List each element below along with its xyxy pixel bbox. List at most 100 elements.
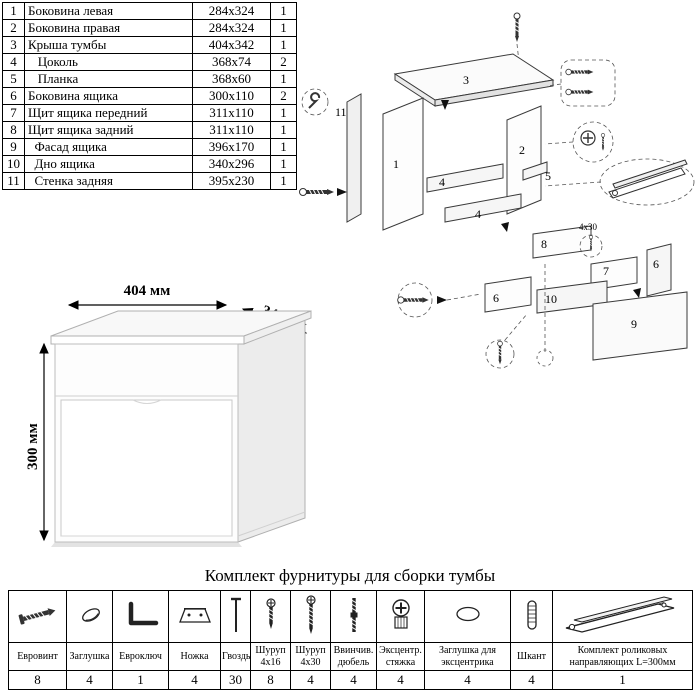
panel-drawer-side-right bbox=[646, 243, 672, 297]
part-qty: 1 bbox=[270, 172, 297, 190]
dowel-screw-icon bbox=[350, 598, 357, 632]
height-dimension-label: 300 мм bbox=[25, 423, 41, 470]
part-name: Фасад ящика bbox=[24, 138, 193, 156]
confirmat-detail-drawer-icon bbox=[395, 282, 482, 318]
screw-4x30-detail-icon: 4х30 bbox=[579, 222, 603, 258]
diagram-label-4b: 4 bbox=[475, 207, 481, 221]
part-qty: 1 bbox=[270, 2, 297, 20]
part-name: Щит ящика задний bbox=[24, 121, 193, 139]
euro-key-detail-icon bbox=[301, 88, 329, 116]
part-qty: 2 bbox=[270, 87, 297, 105]
hardware-item-name: Комплект роликовых направляющих L=300мм bbox=[552, 642, 693, 671]
panel-plinth-2 bbox=[444, 193, 522, 223]
screw-note: 4х30 bbox=[579, 222, 598, 232]
hardware-item-qty: 8 bbox=[250, 670, 291, 690]
screw-detail-bottom-icon bbox=[485, 313, 528, 369]
cam-cap-icon bbox=[455, 606, 480, 622]
hardware-qty-row: 8 4 1 4 30 8 4 4 4 4 4 1 bbox=[8, 670, 693, 690]
panel-side-right bbox=[506, 105, 542, 215]
fittings-detail-icon bbox=[546, 59, 616, 107]
hardware-item-qty: 4 bbox=[290, 670, 331, 690]
part-name: Дно ящика bbox=[24, 155, 193, 173]
part-size: 284x324 bbox=[192, 19, 271, 37]
diagram-label-6b: 6 bbox=[653, 257, 659, 271]
part-num: 6 bbox=[2, 87, 25, 105]
part-qty: 1 bbox=[270, 104, 297, 122]
screw-short-icon bbox=[265, 598, 276, 629]
foot-icon bbox=[178, 608, 211, 623]
diagram-label-7: 7 bbox=[603, 264, 609, 278]
hardware-item-qty: 4 bbox=[330, 670, 377, 690]
hardware-item-qty: 8 bbox=[8, 670, 67, 690]
part-size: 311x110 bbox=[192, 121, 271, 139]
hardware-item-qty: 1 bbox=[112, 670, 169, 690]
diagram-label-5: 5 bbox=[545, 169, 551, 183]
part-qty: 1 bbox=[270, 121, 297, 139]
part-name: Боковина правая bbox=[24, 19, 193, 37]
part-num: 8 bbox=[2, 121, 25, 139]
hardware-item-name: Шуруп 4х16 bbox=[250, 642, 291, 671]
part-num: 10 bbox=[2, 155, 25, 173]
part-name: Боковина ящика bbox=[24, 87, 193, 105]
panel-side-left bbox=[382, 97, 424, 231]
hardware-item-qty: 4 bbox=[66, 670, 113, 690]
diagram-label-11: 11 bbox=[335, 105, 347, 119]
hardware-item-name: Евровинт bbox=[8, 642, 67, 671]
part-name: Планка bbox=[24, 70, 193, 88]
exploded-assembly-diagram: 3 11 1 2 bbox=[297, 11, 695, 369]
diagram-label-9: 9 bbox=[631, 317, 637, 331]
part-name: Щит ящика передний bbox=[24, 104, 193, 122]
drawer-slide-detail-icon bbox=[544, 158, 695, 206]
part-size: 368x74 bbox=[192, 53, 271, 71]
hardware-item-name: Шкант bbox=[510, 642, 553, 671]
confirmat-screw-icon bbox=[18, 608, 55, 625]
part-size: 395x230 bbox=[192, 172, 271, 190]
part-size: 311x110 bbox=[192, 104, 271, 122]
panel-facade bbox=[592, 291, 688, 361]
part-num: 11 bbox=[2, 172, 25, 190]
assembly-arrow-icon bbox=[633, 288, 641, 298]
hardware-item-name: Ввинчив. дюбель bbox=[330, 642, 377, 671]
part-size: 340x296 bbox=[192, 155, 271, 173]
part-size: 368x60 bbox=[192, 70, 271, 88]
cam-lock-icon bbox=[392, 599, 410, 629]
nail-icon bbox=[230, 597, 241, 632]
part-name: Боковина левая bbox=[24, 2, 193, 20]
hardware-names-row: Евровинт Заглушка Евроключ Ножка Гвоздь … bbox=[8, 642, 693, 671]
assembly-arrow-icon bbox=[501, 222, 509, 232]
part-qty: 1 bbox=[270, 19, 297, 37]
part-qty: 1 bbox=[270, 138, 297, 156]
panel-drawer-side-left bbox=[484, 276, 532, 313]
cam-lock-detail-icon bbox=[544, 121, 614, 163]
panel-plinth-1 bbox=[426, 163, 504, 193]
hardware-table: Евровинт Заглушка Евроключ Ножка Гвоздь … bbox=[8, 590, 693, 690]
hardware-item-qty: 4 bbox=[168, 670, 221, 690]
hardware-item-name: Заглушка для эксцентрика bbox=[424, 642, 511, 671]
part-name: Цоколь bbox=[24, 53, 193, 71]
cabinet-drawing bbox=[50, 310, 312, 547]
hardware-item-name: Заглушка bbox=[66, 642, 113, 671]
part-name: Крыша тумбы bbox=[24, 36, 193, 54]
panel-back bbox=[346, 93, 362, 223]
part-size: 396x170 bbox=[192, 138, 271, 156]
part-num: 3 bbox=[2, 36, 25, 54]
diagram-label-6: 6 bbox=[493, 291, 499, 305]
diagram-label-1: 1 bbox=[393, 157, 399, 171]
width-dimension-label: 404 мм bbox=[124, 283, 171, 299]
diagram-label-10: 10 bbox=[545, 292, 557, 306]
part-num: 4 bbox=[2, 53, 25, 71]
part-qty: 1 bbox=[270, 36, 297, 54]
drawer-slides-icon bbox=[565, 596, 674, 633]
part-num: 2 bbox=[2, 19, 25, 37]
part-qty: 1 bbox=[270, 155, 297, 173]
